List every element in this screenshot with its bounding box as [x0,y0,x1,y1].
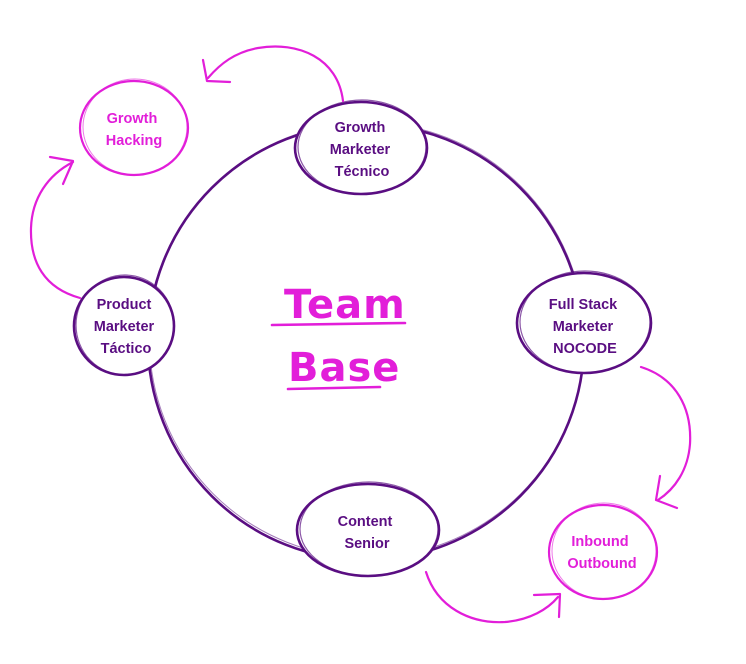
svg-text:Inbound Outbound: Inbound Outbound [567,534,636,572]
svg-text:Content Senior: Content Senior [338,514,397,552]
growth-marketer-line-3: Técnico [335,164,390,180]
product-marketer-line-2: Marketer [94,319,155,335]
product-marketer-line-1: Product [97,297,152,313]
content-line-1: Content [338,514,393,530]
team-base-title: Team Base [270,282,407,391]
arrow-product-marketer-to-growth-hacking [29,155,82,300]
growth-hacking-line-2: Hacking [106,133,162,149]
node-inbound-outbound: Inbound Outbound [547,502,659,601]
node-growth-hacking: Growth Hacking [78,78,190,177]
product-marketer-line-3: Táctico [101,341,152,357]
growth-hacking-line-1: Growth [107,111,158,127]
arrow-full-stack-to-inbound-outbound [639,365,692,510]
title-line-2: Base [288,345,400,391]
node-product-marketer: Product Marketer Táctico [72,274,176,377]
inbound-outbound-line-1: Inbound [571,534,628,550]
node-growth-marketer: Growth Marketer Técnico [293,99,429,196]
title-underline-1 [270,321,407,327]
node-full-stack: Full Stack Marketer NOCODE [515,270,653,375]
svg-text:Product Marketer T: Product Marketer Táctico [94,297,158,357]
svg-text:Full Stack Marketer: Full Stack Marketer NOCODE [549,297,622,357]
svg-text:Growth Hacking: Growth Hacking [106,111,162,149]
title-underline-2 [286,385,382,391]
growth-marketer-line-2: Marketer [330,142,391,158]
growth-marketer-line-1: Growth [335,120,386,136]
full-stack-line-2: Marketer [553,319,614,335]
svg-text:Growth Marketer Té: Growth Marketer Técnico [330,120,394,180]
full-stack-line-1: Full Stack [549,297,618,313]
node-content-senior: Content Senior [295,481,441,578]
full-stack-line-3: NOCODE [553,341,617,357]
inbound-outbound-line-2: Outbound [567,556,636,572]
title-line-1: Team [284,282,406,328]
arrow-growth-marketer-to-growth-hacking [201,45,345,103]
arrow-content-to-inbound-outbound [424,570,562,624]
content-line-2: Senior [344,536,389,552]
